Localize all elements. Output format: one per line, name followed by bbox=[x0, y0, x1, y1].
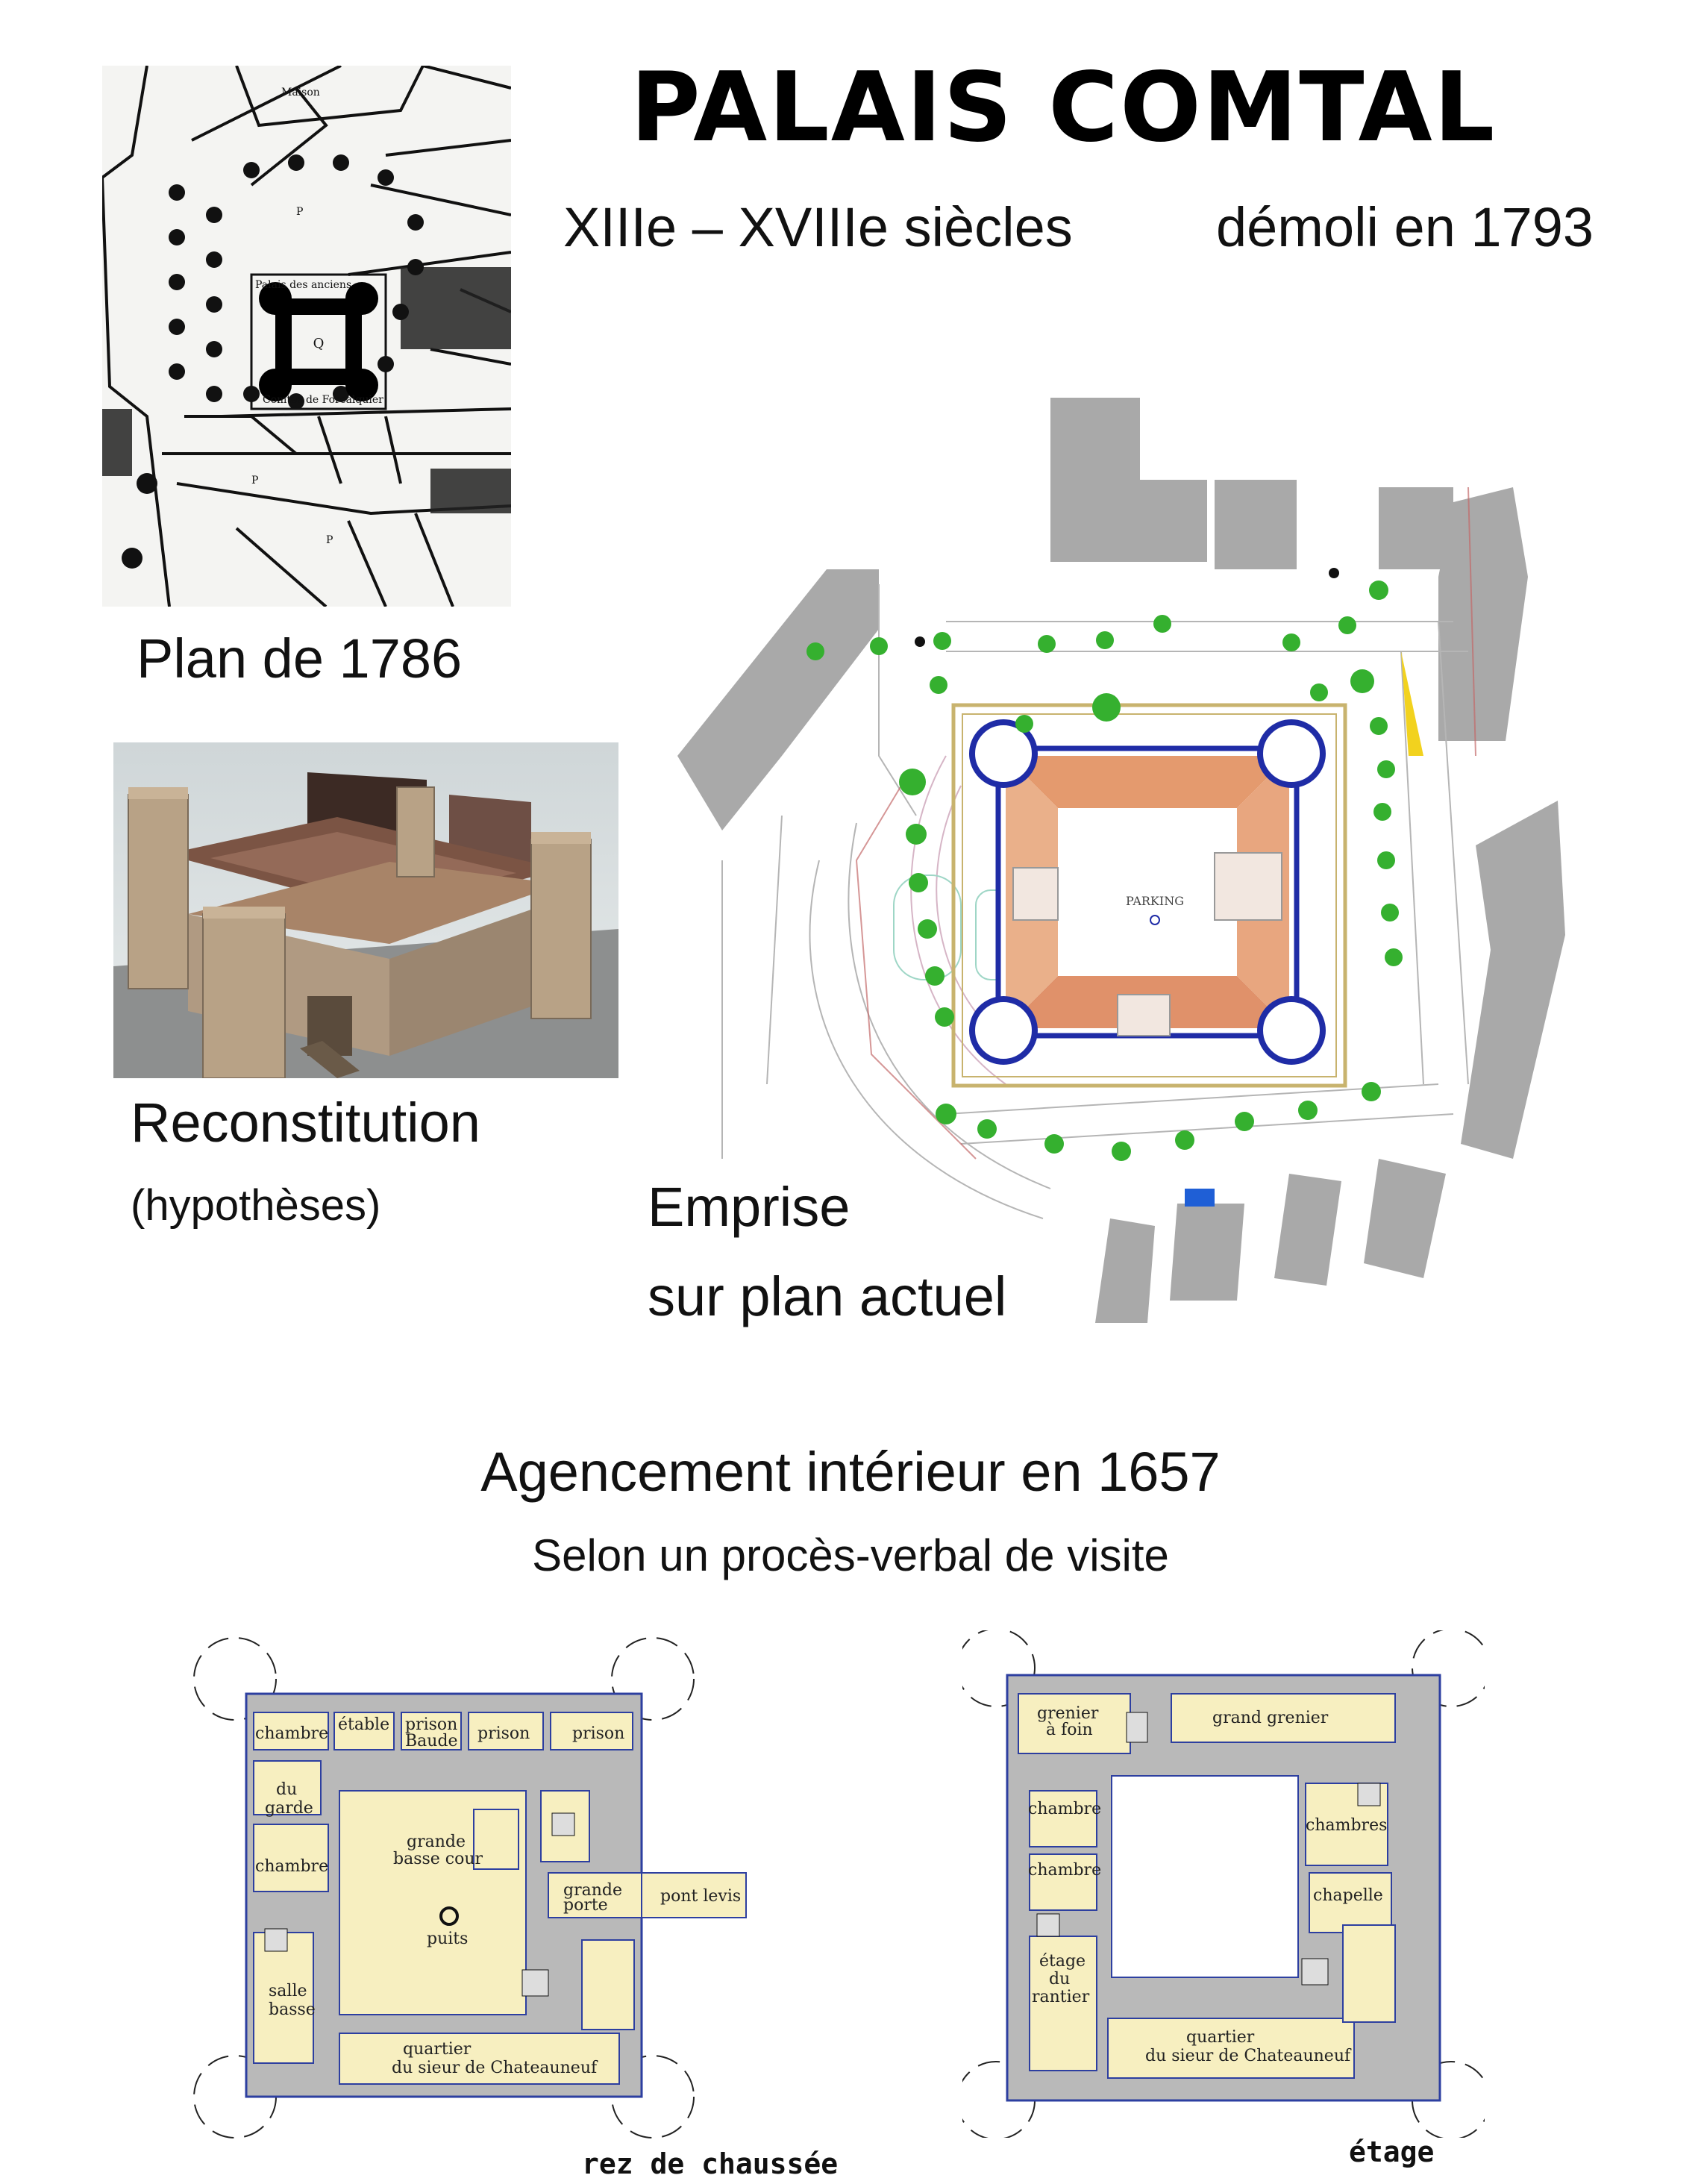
room-prison-3: prison bbox=[572, 1724, 624, 1743]
room-chambre-top: chambre bbox=[255, 1724, 328, 1743]
svg-text:P: P bbox=[296, 206, 303, 218]
upper-room-grenier-2: à foin bbox=[1046, 1721, 1093, 1739]
room-prison-baude-1: prison bbox=[405, 1715, 457, 1734]
svg-text:PARKING: PARKING bbox=[1126, 894, 1184, 908]
room-pont-levis: pont levis bbox=[660, 1887, 741, 1906]
room-puits: puits bbox=[427, 1930, 468, 1948]
upper-room-chambres: chambres bbox=[1306, 1816, 1387, 1835]
room-etable: étable bbox=[338, 1715, 389, 1734]
interior-subtitle: Selon un procès-verbal de visite bbox=[532, 1530, 1169, 1580]
upper-room-quartier-1: quartier bbox=[1186, 2028, 1255, 2047]
room-quartier-1: quartier bbox=[403, 2040, 472, 2059]
svg-text:Maison: Maison bbox=[281, 87, 320, 98]
upper-room-chapelle: chapelle bbox=[1313, 1886, 1383, 1905]
room-salle-basse-1: salle bbox=[269, 1982, 307, 2000]
svg-text:P: P bbox=[326, 534, 333, 546]
upper-room-chambre-1: chambre bbox=[1028, 1800, 1101, 1818]
plan-1786-caption: Plan de 1786 bbox=[137, 628, 463, 689]
emprise-caption-line2: sur plan actuel bbox=[648, 1265, 1007, 1327]
plan-trees bbox=[806, 581, 1403, 1161]
upper-room-grand-grenier: grand grenier bbox=[1212, 1709, 1329, 1727]
demolished-label: démoli en 1793 bbox=[1216, 196, 1594, 258]
upper-floor-label: étage bbox=[1349, 2135, 1435, 2168]
upper-room-etage-3: rantier bbox=[1032, 1988, 1090, 2006]
emprise-modern-plan: PARKING bbox=[633, 338, 1662, 1323]
room-grande-porte-1: grande bbox=[563, 1881, 622, 1900]
reconstitution-image bbox=[113, 742, 618, 1078]
room-du-garde-2: garde bbox=[265, 1799, 313, 1818]
page-title: PALAIS COMTAL bbox=[630, 52, 1497, 163]
room-grande-basse-cour-1: grande bbox=[407, 1833, 466, 1851]
svg-text:Q: Q bbox=[313, 336, 325, 351]
svg-text:Comtes de Forcalquier: Comtes de Forcalquier bbox=[263, 394, 383, 406]
svg-text:Palais des anciens: Palais des anciens bbox=[255, 279, 351, 291]
map-trees bbox=[122, 154, 424, 569]
reconstitution-subcaption: (hypothèses) bbox=[131, 1181, 381, 1230]
room-du-garde-1: du bbox=[276, 1780, 297, 1799]
room-chambre-mid: chambre bbox=[255, 1857, 328, 1876]
room-prison-2: prison bbox=[477, 1724, 530, 1743]
upper-room-etage-2: du bbox=[1049, 1970, 1070, 1989]
upper-floor-plan: grenier à foin grand grenier chambre cha… bbox=[962, 1630, 1485, 2138]
upper-room-chambre-2: chambre bbox=[1028, 1861, 1101, 1880]
interior-title: Agencement intérieur en 1657 bbox=[480, 1441, 1221, 1503]
room-quartier-2: du sieur de Chateauneuf bbox=[392, 2059, 598, 2077]
room-grande-basse-cour-2: basse cour bbox=[393, 1850, 483, 1868]
ground-floor-label: rez de chaussée bbox=[582, 2147, 839, 2180]
dates-label: XIIIe – XVIIIe siècles bbox=[563, 196, 1073, 258]
svg-text:P: P bbox=[251, 475, 258, 486]
emprise-caption-line1: Emprise bbox=[648, 1176, 850, 1238]
ground-floor-plan: chambre étable prison Baude prison priso… bbox=[193, 1637, 747, 2138]
upper-room-grenier-1: grenier bbox=[1037, 1704, 1099, 1723]
plan-1786-map: Q Palais des anciens Comtes de Forcalqui… bbox=[102, 66, 511, 607]
upper-room-etage-1: étage bbox=[1039, 1952, 1086, 1971]
room-prison-baude-2: Baude bbox=[405, 1732, 458, 1750]
upper-room-quartier-2: du sieur de Chateauneuf bbox=[1145, 2047, 1352, 2065]
room-salle-basse-2: basse bbox=[269, 2000, 316, 2019]
room-grande-porte-2: porte bbox=[563, 1896, 608, 1915]
castle-footprint: PARKING bbox=[969, 719, 1326, 1065]
reconstitution-caption: Reconstitution bbox=[131, 1092, 480, 1154]
